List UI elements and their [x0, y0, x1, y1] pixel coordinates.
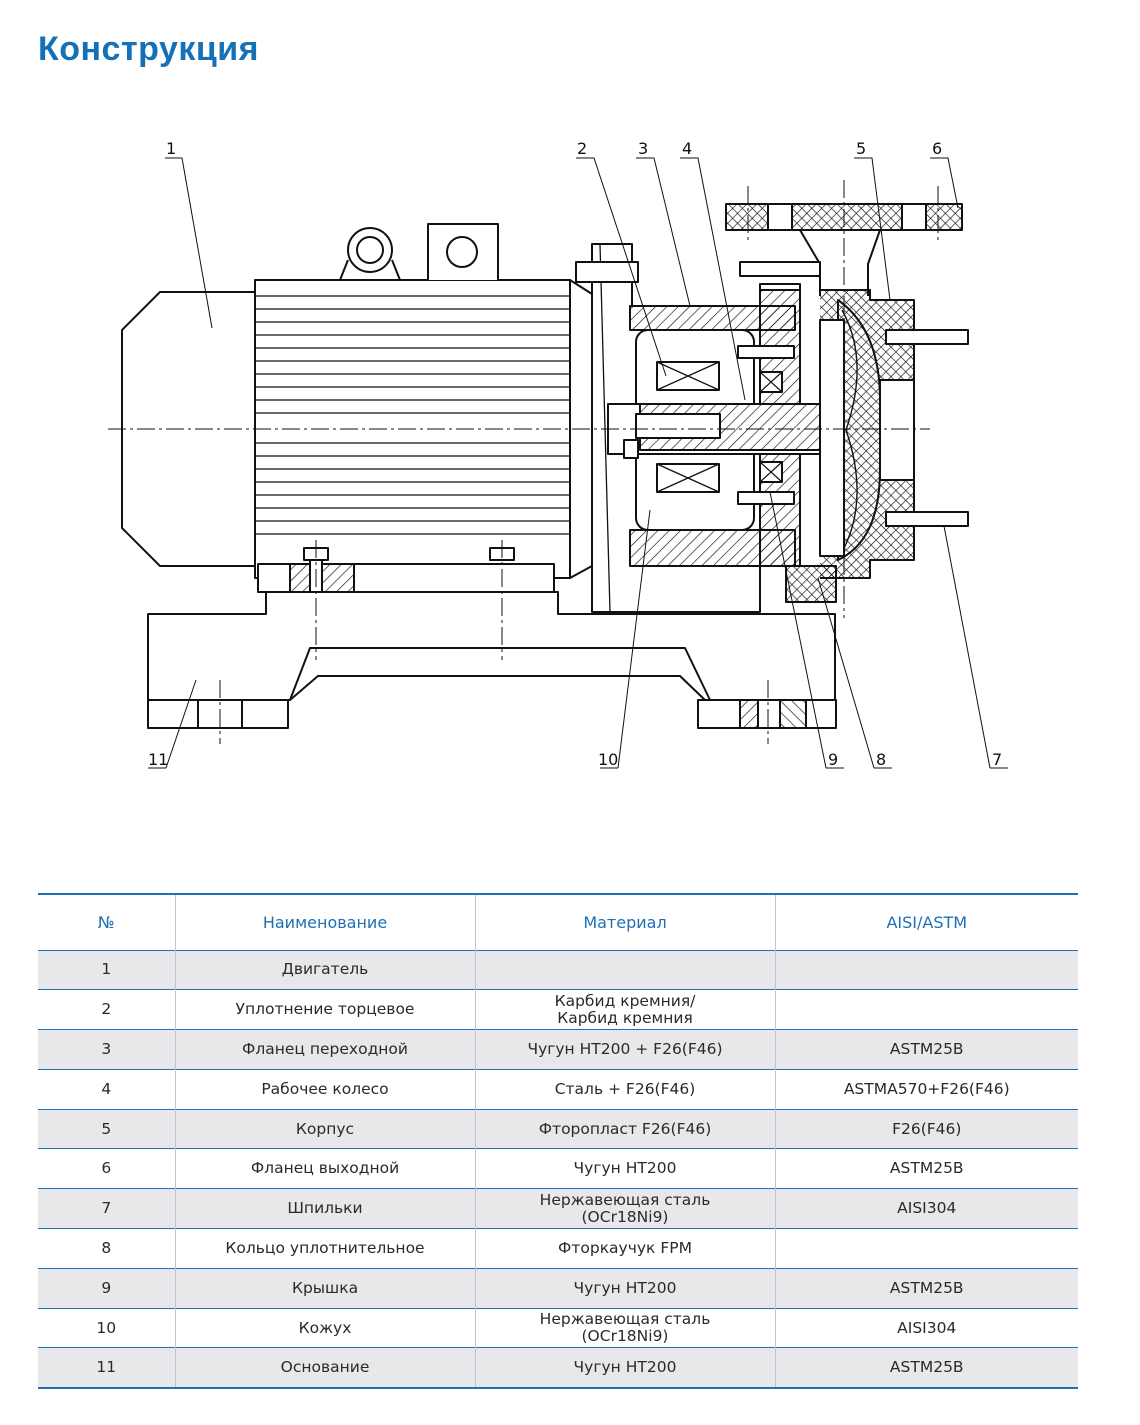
page-title: Конструкция	[38, 30, 260, 68]
cell-material: Фторкаучук FPM	[475, 1228, 776, 1269]
cell-num: 2	[38, 989, 176, 1030]
cell-name: Кольцо уплотнительное	[175, 1228, 476, 1269]
cell-material: Чугун HT200	[475, 1347, 776, 1388]
cell-name: Рабочее колесо	[175, 1069, 476, 1110]
cell-standard	[775, 990, 1078, 1030]
cell-material: Фторопласт F26(F46)	[475, 1109, 776, 1149]
cell-name: Шпильки	[175, 1188, 476, 1229]
cell-num: 1	[38, 950, 176, 990]
cell-num: 8	[38, 1228, 176, 1269]
cell-num: 6	[38, 1148, 176, 1189]
cell-material: Нержавеющая сталь (OCr18Ni9)	[475, 1188, 776, 1229]
motor-fins	[255, 295, 570, 535]
cell-standard	[775, 1229, 1078, 1269]
cell-standard	[775, 950, 1078, 990]
cell-material: Чугун HT200	[475, 1268, 776, 1309]
lifting-eye	[347, 227, 393, 273]
header-material: Материал	[475, 894, 776, 950]
cell-material: Нержавеющая сталь (OCr18Ni9)	[475, 1308, 776, 1348]
callout-11: 11	[148, 750, 168, 769]
cell-num: 5	[38, 1109, 176, 1149]
cell-name: Двигатель	[175, 950, 476, 990]
cell-name: Кожух	[175, 1308, 476, 1348]
cell-name: Крышка	[175, 1268, 476, 1309]
cell-name: Фланец переходной	[175, 1029, 476, 1070]
cell-material: Карбид кремния/ Карбид кремния	[475, 989, 776, 1030]
table-header-row: № Наименование Материал AISI/ASTM	[38, 894, 1078, 950]
terminal-box	[427, 223, 499, 280]
cell-material: Чугун HT200	[475, 1148, 776, 1189]
cell-standard: ASTM25B	[889, 1278, 964, 1297]
cell-num: 4	[38, 1069, 176, 1110]
cell-standard: ASTM25B	[889, 1039, 964, 1058]
cell-num: 7	[38, 1188, 176, 1229]
header-standard: AISI/ASTM	[886, 912, 968, 932]
stud-top	[885, 329, 969, 345]
callout-8: 8	[876, 750, 886, 769]
pump-sectional-drawing: 1 2 3 4 5 6 7 8 9 10 11	[0, 120, 1140, 780]
callout-5: 5	[856, 139, 866, 158]
callout-4: 4	[682, 139, 692, 158]
cell-name: Фланец выходной	[175, 1148, 476, 1189]
cell-standard: ASTM25B	[889, 1159, 964, 1178]
stud-bottom	[885, 511, 969, 527]
callout-9: 9	[828, 750, 838, 769]
callout-2: 2	[577, 139, 587, 158]
cell-name: Основание	[175, 1347, 476, 1388]
cell-standard: AISI304	[897, 1318, 957, 1337]
cell-name: Корпус	[175, 1109, 476, 1149]
cell-num: 10	[38, 1308, 176, 1348]
cell-num: 3	[38, 1029, 176, 1070]
cell-num: 11	[38, 1347, 176, 1388]
cell-standard: F26(F46)	[892, 1119, 962, 1138]
header-num: №	[38, 894, 176, 950]
cell-num: 9	[38, 1268, 176, 1309]
cell-material	[475, 950, 776, 990]
callout-6: 6	[932, 139, 942, 158]
cell-standard: AISI304	[897, 1199, 957, 1218]
cell-name: Уплотнение торцевое	[175, 989, 476, 1030]
callout-1: 1	[166, 139, 176, 158]
pump-drawing-svg: 1 2 3 4 5 6 7 8 9 10 11	[108, 139, 1008, 769]
header-name: Наименование	[175, 894, 476, 950]
cell-material: Сталь + F26(F46)	[475, 1069, 776, 1110]
callout-3: 3	[638, 139, 648, 158]
cell-standard: ASTM25B	[889, 1358, 964, 1377]
callout-10: 10	[598, 750, 618, 769]
cell-material: Чугун HT200 + F26(F46)	[475, 1029, 776, 1070]
callout-7: 7	[992, 750, 1002, 769]
cell-standard: ASTMA570+F26(F46)	[843, 1079, 1010, 1098]
